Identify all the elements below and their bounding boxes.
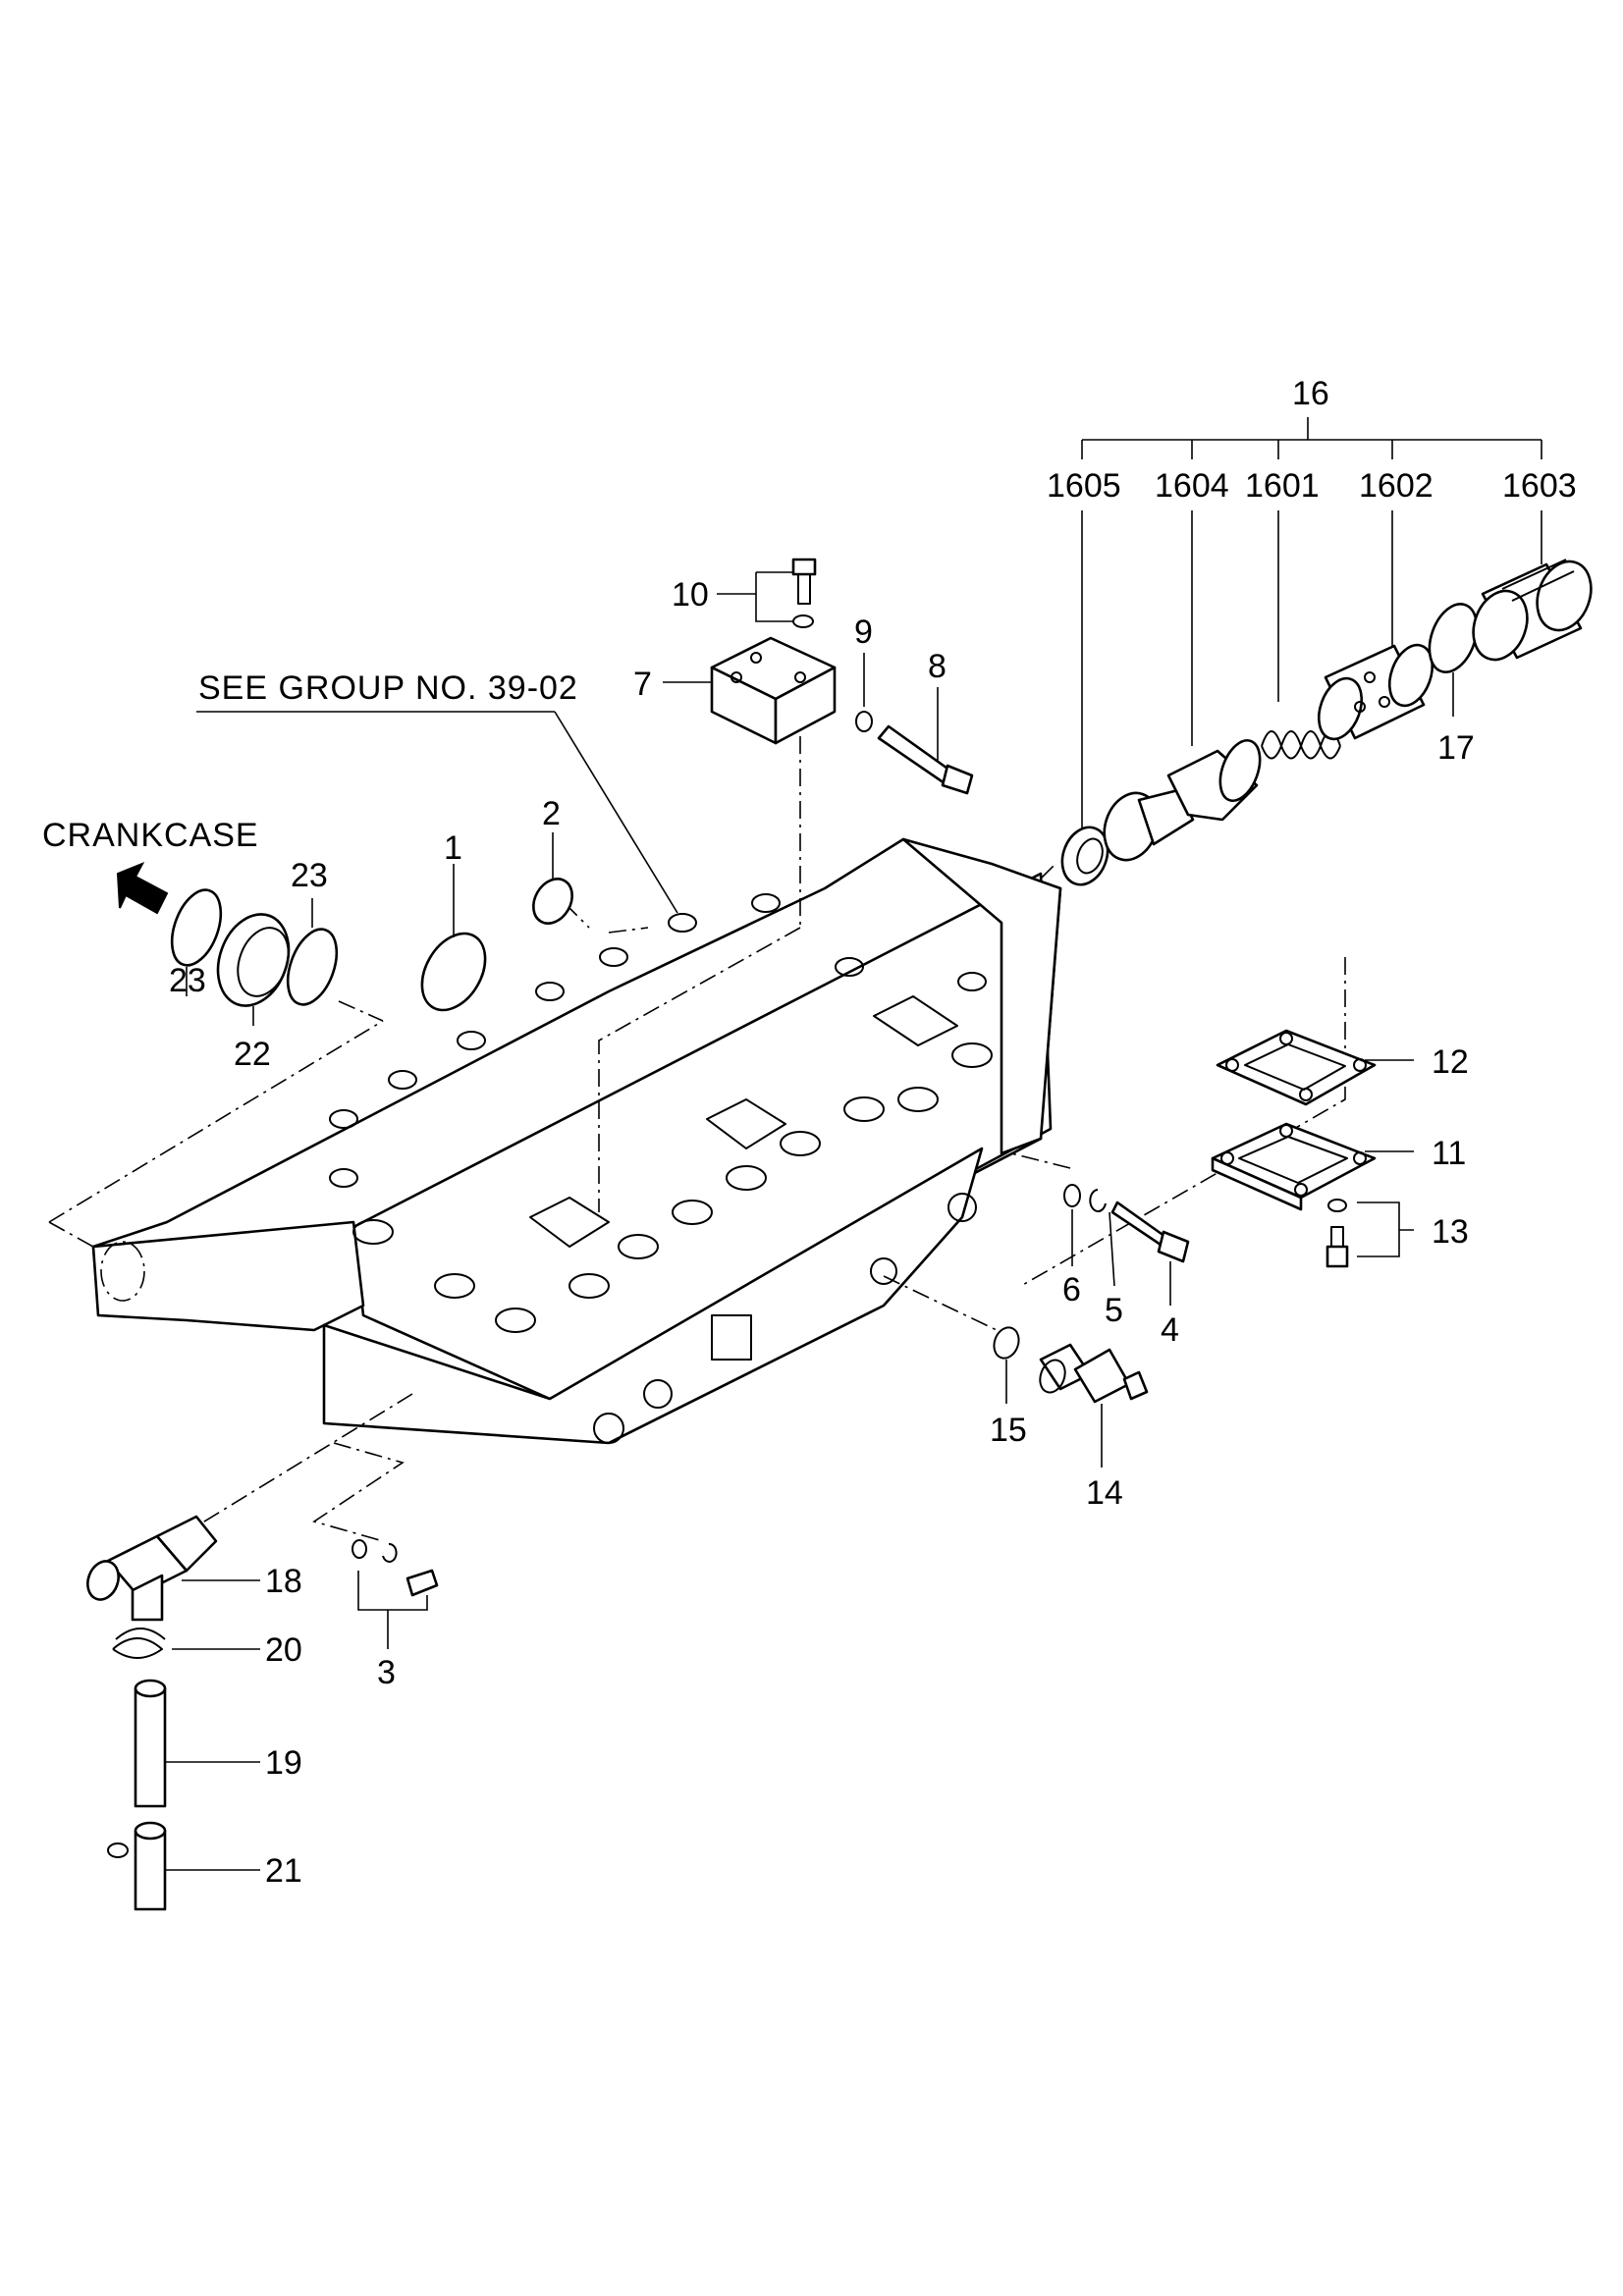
part-4-bolt (1110, 1201, 1190, 1306)
label-1604: 1604 (1155, 467, 1229, 505)
part-22-sleeve (216, 913, 291, 1026)
part-labels: SEE GROUP NO. 39-02 CRANKCASE 16 1605 16… (42, 375, 1577, 1890)
assembly-guides (48, 736, 1346, 1542)
label-4: 4 (1161, 1311, 1179, 1349)
label-7: 7 (633, 666, 652, 703)
part-2-o-ring (532, 832, 573, 925)
part-23-o-ring-left (170, 888, 223, 996)
label-23-top: 23 (291, 857, 328, 894)
part-12-gasket (1216, 1029, 1414, 1106)
part-15-washer (993, 1326, 1020, 1404)
part-19-tube (134, 1679, 260, 1808)
part-16-bracket (1081, 417, 1542, 459)
part-3-bolt-washers (352, 1539, 439, 1649)
label-19: 19 (265, 1744, 302, 1782)
part-23-o-ring-right (286, 898, 339, 1006)
label-3: 3 (377, 1654, 396, 1691)
part-14-sensor (1039, 1343, 1149, 1468)
part-1-o-ring (420, 864, 487, 1012)
label-16: 16 (1292, 375, 1329, 412)
part-1602-sleeve (1317, 510, 1434, 741)
part-13-bolt-washer (1325, 1199, 1414, 1268)
label-18: 18 (265, 1563, 302, 1600)
part-17-o-ring (1428, 603, 1479, 717)
part-7-block (663, 636, 837, 745)
label-6: 6 (1062, 1271, 1081, 1308)
part-1605-seal (1060, 510, 1109, 886)
label-21: 21 (265, 1852, 302, 1890)
label-9: 9 (854, 614, 873, 651)
label-10: 10 (672, 576, 709, 614)
part-9-washer (855, 653, 873, 732)
part-1604-valve (1103, 510, 1262, 862)
crankcase-reference: CRANKCASE (42, 817, 259, 854)
label-1603: 1603 (1502, 467, 1577, 505)
label-17: 17 (1437, 729, 1475, 767)
label-1601: 1601 (1245, 467, 1320, 505)
part-20-spring (112, 1628, 260, 1659)
label-2: 2 (542, 795, 561, 832)
label-14: 14 (1086, 1474, 1123, 1512)
part-11-gasket (1211, 1122, 1414, 1211)
label-23-bottom: 23 (169, 962, 206, 999)
main-housing (91, 837, 1062, 1445)
bolt-bosses (329, 893, 993, 1333)
crankcase-arrow-icon (116, 862, 169, 915)
label-1: 1 (444, 829, 462, 867)
part-21-tube (107, 1821, 260, 1911)
label-12: 12 (1432, 1043, 1469, 1081)
part-8-bolt (877, 687, 974, 795)
label-5: 5 (1105, 1292, 1123, 1329)
label-20: 20 (265, 1631, 302, 1669)
label-1602: 1602 (1359, 467, 1434, 505)
part-1603-plug (1472, 510, 1593, 662)
label-15: 15 (990, 1412, 1027, 1449)
label-8: 8 (928, 648, 947, 685)
part-5-spring-washer (1089, 1189, 1115, 1287)
see-group-reference: SEE GROUP NO. 39-02 (198, 669, 578, 707)
part-6-washer (1063, 1184, 1081, 1266)
part-18-fitting (86, 1515, 260, 1622)
part-10-bolt-washer (717, 558, 817, 628)
label-22: 22 (234, 1036, 271, 1073)
label-11: 11 (1432, 1135, 1466, 1172)
label-1605: 1605 (1047, 467, 1121, 505)
label-13: 13 (1432, 1213, 1469, 1251)
